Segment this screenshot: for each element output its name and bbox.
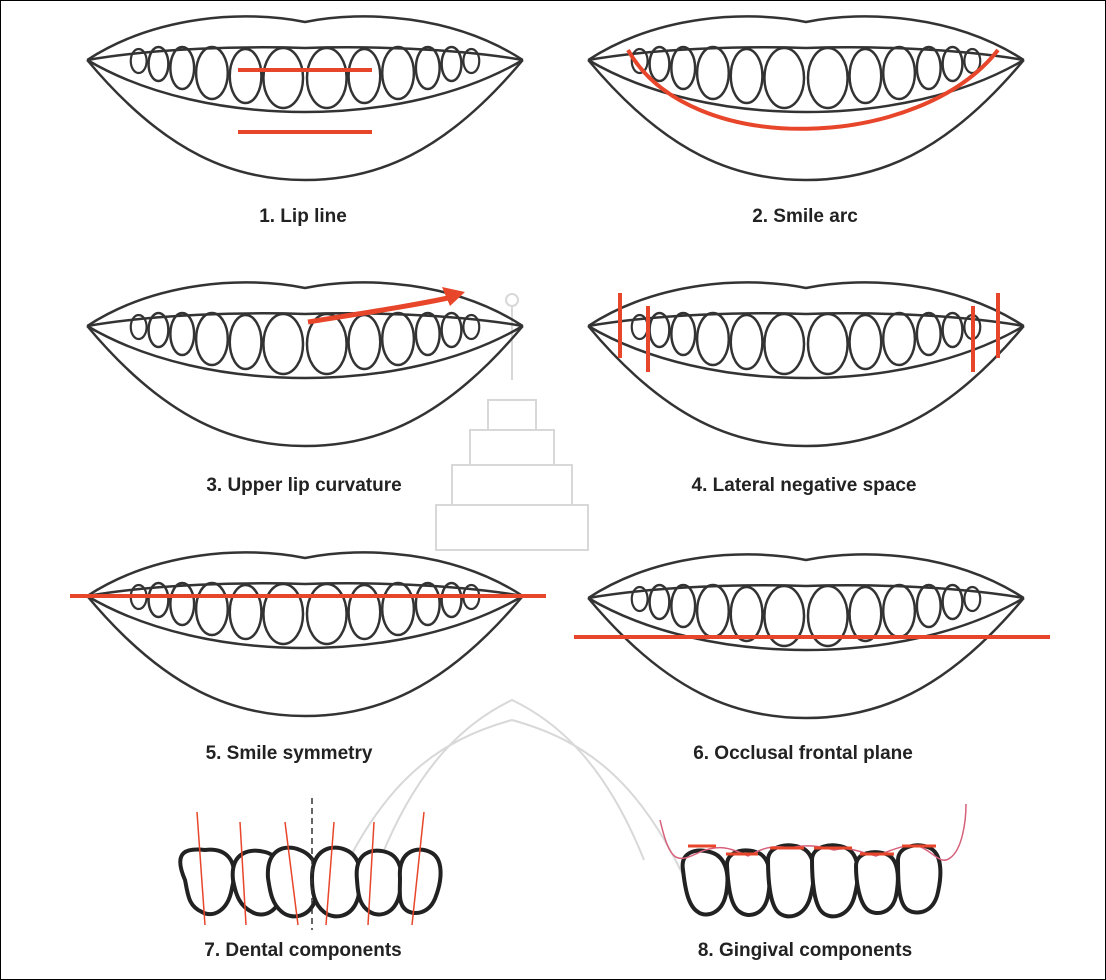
panel-smile-symmetry <box>70 552 546 716</box>
panel-upper-lip-curvature <box>87 282 523 446</box>
panel-smile-arc <box>588 16 1024 180</box>
caption-gingival-components: 8. Gingival components <box>698 940 912 962</box>
caption-lip-line: 1. Lip line <box>259 206 347 228</box>
panel-lateral-negative-space <box>588 282 1024 446</box>
caption-upper-lip-curvature: 3. Upper lip curvature <box>206 475 401 497</box>
caption-dental-components: 7. Dental components <box>204 940 401 962</box>
panel-gingival-components <box>660 804 966 916</box>
caption-occlusal-frontal-plane: 6. Occlusal frontal plane <box>693 743 913 765</box>
caption-smile-arc: 2. Smile arc <box>752 206 858 228</box>
panel-occlusal-frontal-plane <box>574 554 1050 718</box>
panel-lip-line <box>87 16 523 180</box>
caption-lateral-negative-space: 4. Lateral negative space <box>692 475 917 497</box>
panel-dental-components <box>180 798 440 930</box>
caption-smile-symmetry: 5. Smile symmetry <box>206 743 373 765</box>
